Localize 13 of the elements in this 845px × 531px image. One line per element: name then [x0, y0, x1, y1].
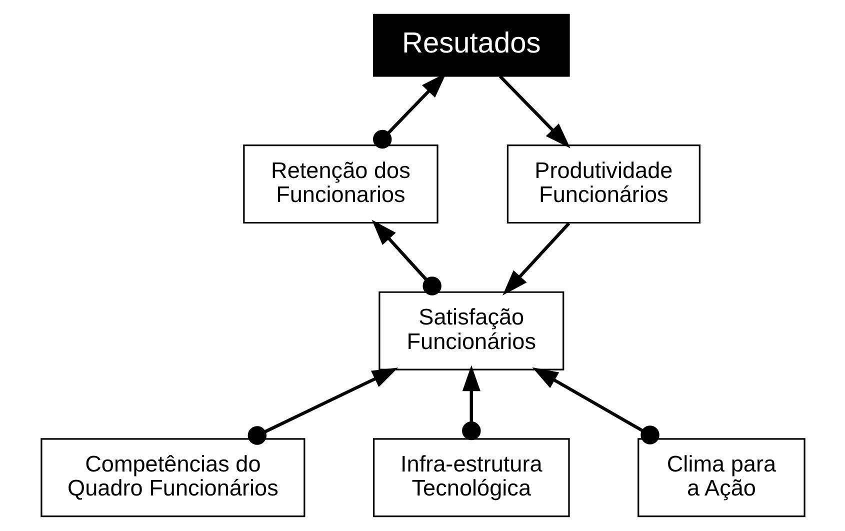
node-box: Infra-estrutura Tecnológica	[372, 438, 570, 518]
arrow	[498, 75, 570, 148]
node-box: Produtividade Funcionários	[506, 144, 700, 224]
node-box: Competências do Quadro Funcionários	[40, 438, 305, 518]
node-box: Clima para a Ação	[637, 438, 805, 518]
node-box: Satisfação Funcionários	[378, 291, 564, 370]
arrow	[502, 222, 570, 296]
node-box: Resutados	[372, 14, 570, 77]
arrow	[462, 365, 480, 440]
arrow	[532, 367, 659, 444]
arrow	[371, 220, 441, 296]
node-box: Retenção dos Funcionarios	[242, 144, 438, 224]
arrow	[247, 368, 398, 445]
